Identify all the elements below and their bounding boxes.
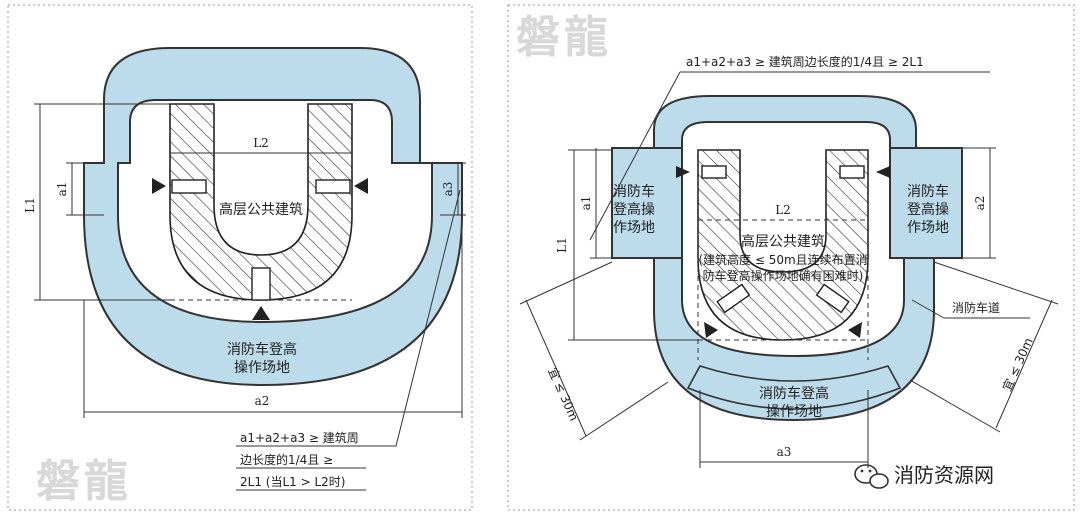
right-building-sub-1: (建筑高度 ≤ 50m且连续布置消 [698, 252, 867, 267]
right-spacing-right-label: 宜 ≤ 30m [999, 335, 1036, 393]
left-area-label-1: 消防车登高 [227, 341, 297, 358]
right-watermark: 磐龍 [516, 12, 612, 63]
right-entry-right [839, 165, 865, 179]
right-arrow-br-icon [848, 322, 862, 338]
right-spacing-left-dim [525, 299, 587, 437]
right-spacing-left-label: 宜 ≤ 30m [545, 365, 582, 423]
left-entry-bottom [251, 267, 271, 301]
right-top-note: a1+a2+a3 ≥ 建筑周边长度的1/4且 ≥ 2L1 [686, 54, 924, 69]
right-arrow-right-icon [676, 166, 690, 178]
left-note-leader [236, 189, 461, 447]
left-label-a1: a1 [55, 182, 69, 197]
right-spacing-right-dim [995, 299, 1053, 429]
right-diagram: L2 L1 a1 a2 a3 宜 ≤ 30m 宜 ≤ 30m a1+a2+a3 … [516, 12, 1059, 489]
right-building-label: 高层公共建筑 [741, 233, 825, 250]
left-label-a3: a3 [441, 182, 455, 197]
left-note-line-1: a1+a2+a3 ≥ 建筑周 [240, 430, 359, 445]
left-arrow-right-icon [152, 178, 166, 194]
right-bottom-area [686, 365, 902, 410]
left-note-line-2: 边长度的1/4且 ≥ [240, 452, 333, 467]
left-label-l1: L1 [23, 197, 37, 213]
right-entry-bl [716, 283, 751, 314]
right-side-label-left-3: 作场地 [613, 220, 655, 236]
left-note-line-3: 2L1 (当L1 > L2时) [240, 475, 345, 489]
left-frame [7, 4, 473, 511]
left-building [169, 103, 353, 301]
right-label-l2: L2 [775, 203, 791, 217]
left-label-l2: L2 [253, 136, 269, 150]
right-side-label-right-1: 消防车 [907, 183, 949, 200]
right-label-l1: L1 [555, 237, 569, 253]
right-building-sub-2: 防车登高操作场地确有困难时) [703, 268, 864, 283]
left-entry-right [315, 179, 351, 194]
right-entry-left [701, 165, 727, 179]
right-side-area-left [611, 147, 683, 259]
left-entry-left [171, 179, 207, 194]
right-side-label-right-3: 作场地 [907, 220, 949, 236]
right-label-a3: a3 [777, 445, 792, 459]
wechat-icon [854, 464, 889, 489]
left-watermark: 磐龍 [36, 456, 132, 507]
right-label-a1: a1 [579, 196, 593, 211]
left-label-a2: a2 [255, 394, 270, 408]
right-side-label-right-2: 登高操 [907, 201, 949, 218]
right-label-a2: a2 [973, 196, 987, 211]
right-entry-br [815, 283, 850, 314]
right-arrow-bl-icon [704, 322, 718, 338]
right-side-label-left-1: 消防车 [613, 183, 655, 200]
right-arrow-left-icon [876, 166, 890, 178]
right-road-label: 消防车道 [952, 300, 1000, 315]
right-area-label-1: 消防车登高 [759, 385, 829, 402]
right-area-label-2: 操作场地 [766, 404, 822, 420]
left-building-label: 高层公共建筑 [219, 201, 303, 218]
left-arrow-up-icon [252, 306, 270, 320]
brand-text: 消防资源网 [894, 463, 994, 487]
left-area-label-2: 操作场地 [234, 360, 290, 376]
right-side-area-right [889, 147, 963, 259]
left-diagram: L2 L1 a1 a3 a2 高层公共建筑 消防车登高 操作场地 a1+a2+a… [23, 47, 466, 507]
right-side-label-left-2: 登高操 [613, 201, 655, 218]
left-arrow-left-icon [354, 178, 368, 194]
